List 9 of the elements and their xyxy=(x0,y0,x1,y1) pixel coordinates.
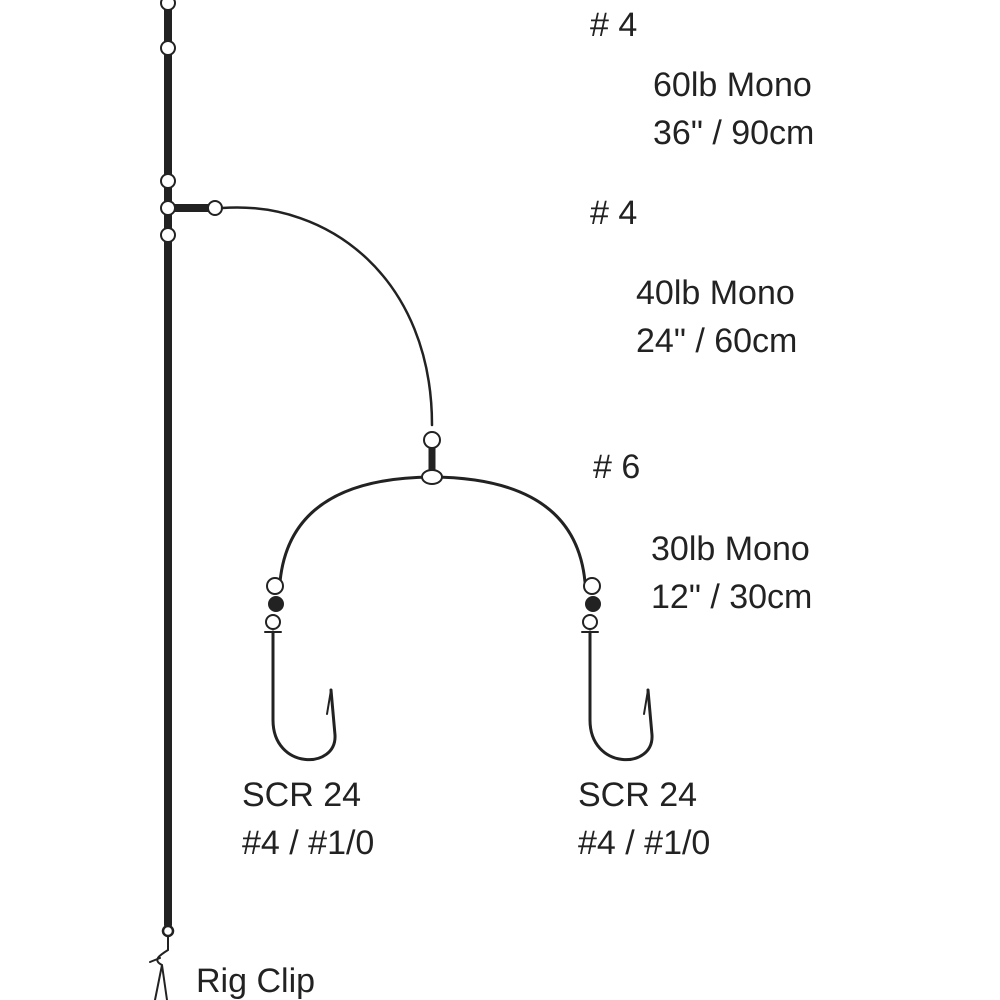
hook-spec-label: SCR 24 #4 / #1/0 xyxy=(242,775,376,864)
swivel-size-label: # 4 xyxy=(590,5,638,46)
line-spec-label: 60lb Mono 36" / 90cm xyxy=(653,65,816,154)
hook-spec-label: SCR 24 #4 / #1/0 xyxy=(578,775,712,864)
clip-label: Rig Clip xyxy=(196,961,316,1000)
swivel-size-label: # 6 xyxy=(593,447,642,488)
line-spec-label: 40lb Mono 24" / 60cm xyxy=(636,273,798,362)
line-spec-label: 30lb Mono 12" / 30cm xyxy=(651,529,814,618)
swivel-size-label: # 4 xyxy=(590,193,638,234)
